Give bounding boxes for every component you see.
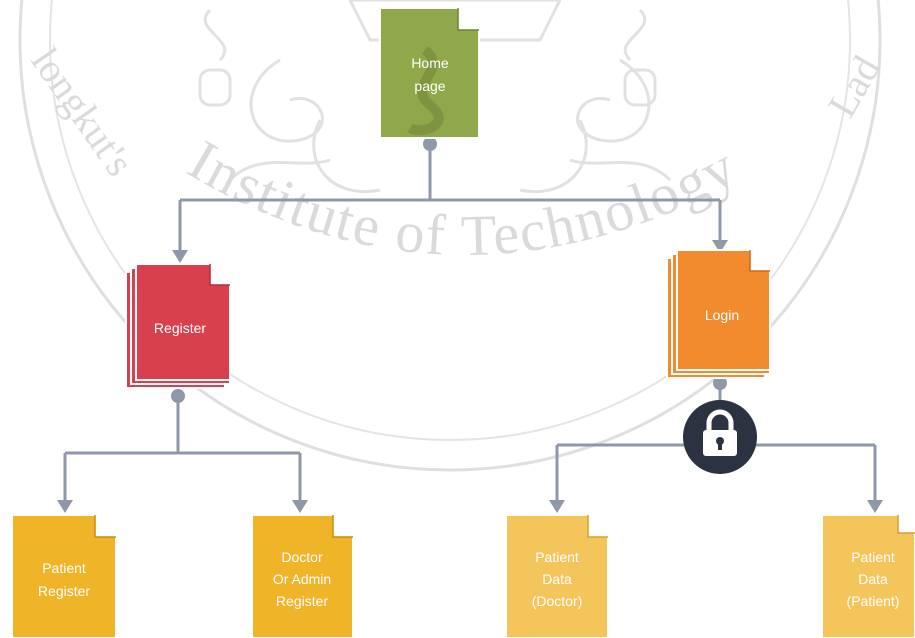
arrowheads [57,240,883,513]
home-page-label-line2: page [414,78,445,94]
patient-register-line1: Patient [42,560,86,576]
lock-icon [683,400,757,474]
doctor-admin-register-line1: Doctor [281,549,323,565]
doctor-admin-register-line3: Register [276,593,328,609]
connector-dots [171,137,727,403]
watermark-arc-left: longkut's [23,39,143,184]
doctor-admin-register-line2: Or Admin [273,571,331,587]
login-label: Login [705,307,739,323]
register-node: Register [125,263,231,389]
patient-data-doctor-line1: Patient [535,549,579,565]
patient-data-doctor-line2: Data [542,571,572,587]
patient-data-patient-line2: Data [858,571,888,587]
patient-register-line2: Register [38,583,90,599]
home-page-node: Home page [379,7,480,139]
register-label: Register [154,320,206,336]
watermark-arc-bottom: Institute of Technology [178,127,747,268]
patient-data-patient-line1: Patient [851,549,895,565]
patient-data-doctor-node: Patient Data (Doctor) [505,514,609,638]
patient-data-doctor-line3: (Doctor) [532,593,583,609]
login-node: Login [666,249,771,379]
patient-data-patient-node: Patient Data (Patient) [821,514,915,638]
home-page-label-line1: Home [411,55,449,71]
patient-data-patient-line3: (Patient) [847,593,900,609]
doctor-admin-register-node: Doctor Or Admin Register [251,514,354,638]
patient-register-node: Patient Register [11,514,117,638]
